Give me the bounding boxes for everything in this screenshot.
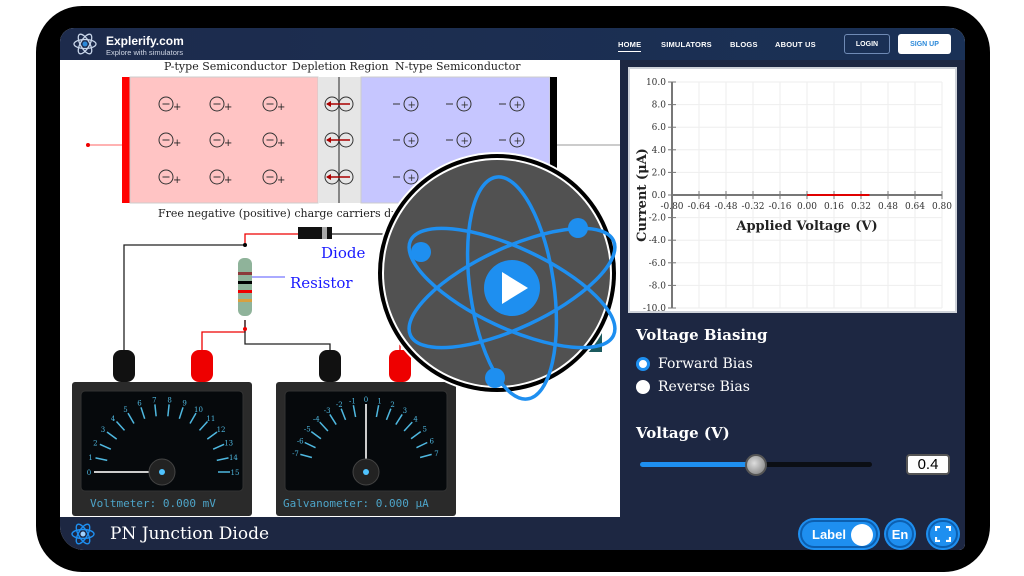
x-tick-label: 0.16	[824, 202, 844, 212]
diode-label: Diode	[321, 244, 366, 262]
atom-logo-icon	[73, 33, 97, 55]
language-button[interactable]: En	[886, 520, 914, 548]
y-tick-label: 4.0	[652, 146, 667, 156]
drift-caption: Free negative (positive) charge carriers…	[158, 207, 546, 220]
y-tick-label: 8.0	[652, 101, 667, 111]
x-tick-label: -0.32	[741, 202, 764, 212]
simulator-title: PN Junction Diode	[110, 524, 270, 544]
forward-bias-label: Forward Bias	[658, 356, 753, 372]
nav-blogs[interactable]: BLOGS	[730, 40, 758, 49]
login-button[interactable]: LOGIN	[844, 34, 890, 54]
y-tick-label: 10.0	[646, 78, 666, 88]
label-toggle[interactable]: Label	[800, 520, 878, 548]
voltage-slider[interactable]	[640, 454, 872, 476]
reverse-bias-label: Reverse Bias	[658, 379, 750, 395]
voltage-value[interactable]: 0.4	[906, 454, 950, 475]
x-tick-label: -0.16	[768, 202, 791, 212]
reverse-bias-radio[interactable]: Reverse Bias	[636, 379, 750, 395]
iv-chart: -0.80-0.64-0.48-0.32-0.160.000.160.320.4…	[628, 67, 957, 314]
y-tick-label: 6.0	[652, 123, 667, 133]
slider-thumb[interactable]	[745, 454, 767, 476]
x-tick-label: 0.32	[851, 202, 871, 212]
atom-icon	[71, 523, 95, 545]
y-tick-label: 2.0	[652, 168, 667, 178]
x-tick-label: -0.48	[714, 202, 737, 212]
depletion-label: Depletion Region	[292, 60, 389, 73]
voltmeter-readout: Voltmeter: 0.000 mV	[90, 497, 216, 510]
biasing-title: Voltage Biasing	[636, 326, 768, 344]
radio-unselected-icon[interactable]	[636, 380, 650, 394]
footer-bar: PN Junction Diode Label En	[60, 517, 965, 550]
radio-selected-icon[interactable]	[636, 357, 650, 371]
fullscreen-button[interactable]	[928, 520, 958, 548]
y-tick-label: -4.0	[649, 236, 667, 246]
y-axis-title: Current (μA)	[635, 148, 650, 242]
x-tick-label: 0.64	[905, 202, 925, 212]
y-tick-label: -2.0	[649, 214, 667, 224]
nav-home[interactable]: HOME	[618, 40, 642, 52]
y-tick-label: -10.0	[643, 304, 666, 311]
nav-about-us[interactable]: ABOUT US	[775, 40, 816, 49]
iv-chart-svg: -0.80-0.64-0.48-0.32-0.160.000.160.320.4…	[635, 78, 952, 314]
slider-fill	[640, 462, 756, 467]
x-tick-label: -0.64	[687, 202, 710, 212]
y-tick-label: -8.0	[649, 281, 667, 291]
fullscreen-icon	[935, 526, 951, 542]
control-panel: -0.80-0.64-0.48-0.32-0.160.000.160.320.4…	[620, 60, 965, 517]
x-tick-label: 0.48	[878, 202, 898, 212]
nav-simulators[interactable]: SIMULATORS	[661, 40, 712, 49]
p-type-label: P-type Semiconductor	[164, 60, 287, 73]
resistor-label: Resistor	[290, 274, 353, 292]
y-tick-label: 0.0	[652, 191, 667, 201]
forward-bias-radio[interactable]: Forward Bias	[636, 356, 753, 372]
brand-name: Explerify.com	[106, 34, 184, 48]
x-axis-title: Applied Voltage (V)	[735, 219, 877, 234]
toggle-knob	[851, 524, 873, 546]
x-tick-label: 0.80	[932, 202, 952, 212]
y-tick-label: -6.0	[649, 259, 667, 269]
galvanometer-readout: Galvanometer: 0.000 μA	[283, 497, 429, 510]
label-toggle-text: Label	[812, 526, 846, 542]
brand-tagline: Explore with simulators	[106, 48, 184, 57]
n-type-label: N-type Semiconductor	[395, 60, 521, 73]
x-tick-label: 0.00	[797, 202, 817, 212]
voltage-title: Voltage (V)	[636, 424, 730, 442]
signup-button[interactable]: SIGN UP	[898, 34, 951, 54]
